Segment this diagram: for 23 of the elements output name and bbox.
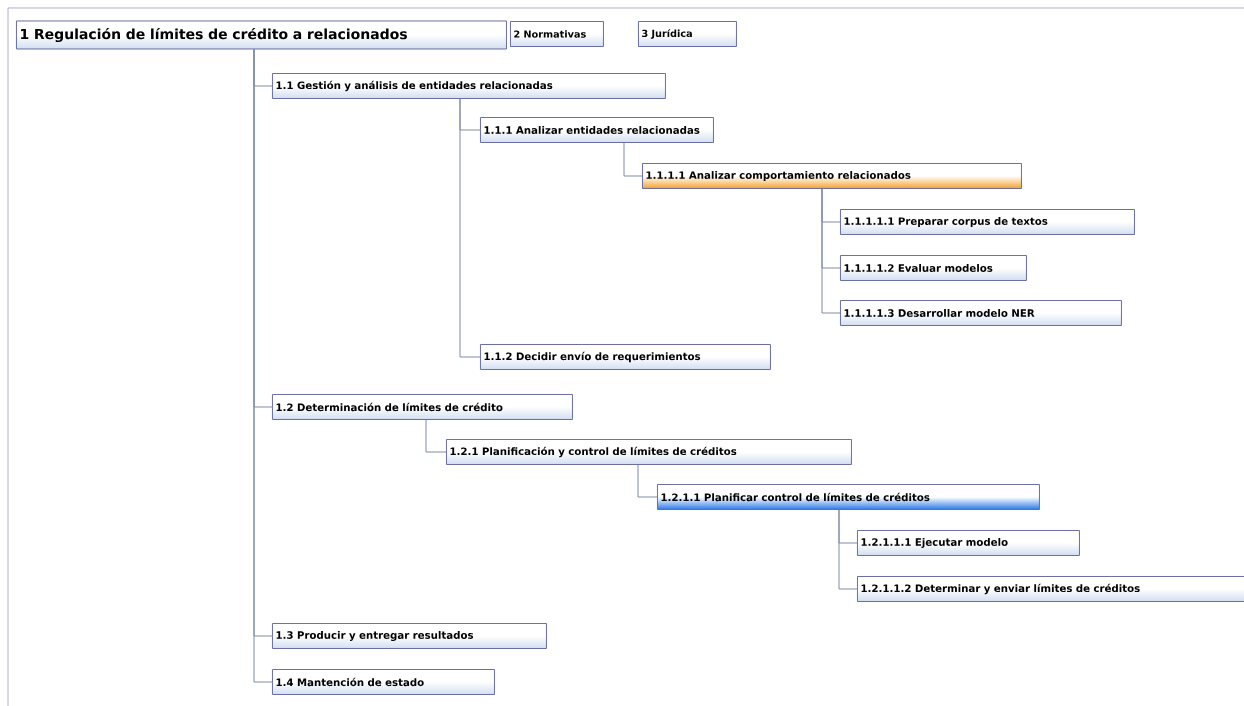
connector-line xyxy=(821,188,841,314)
topic-box: 1.2.1.1.1 Ejecutar modelo xyxy=(857,530,1080,556)
topic-box: 1.4 Mantención de estado xyxy=(272,669,495,695)
connector-line xyxy=(459,98,481,358)
topic-box: 1 Regulación de límites de crédito a relacionados xyxy=(16,20,507,50)
connector-line xyxy=(425,419,447,453)
topic-box: 1.2.1.1.2 Determinar y enviar límites de créditos xyxy=(857,576,1244,602)
topic-box: 1.2.1.1 Planificar control de límites de créditos xyxy=(657,484,1040,510)
topic-box: 1.1 Gestión y análisis de entidades relacionadas xyxy=(272,73,666,99)
topic-box: 1.2 Determinación de límites de crédito xyxy=(272,394,573,420)
topic-box: 1.1.1.1.3 Desarrollar modelo NER xyxy=(840,300,1122,326)
connector-line xyxy=(637,464,658,498)
topic-box: 1.1.1.1.2 Evaluar modelos xyxy=(840,255,1027,281)
connector-line xyxy=(623,142,643,177)
topic-box: 1.1.1.1.1 Preparar corpus de textos xyxy=(840,209,1135,235)
connector-line xyxy=(838,509,858,590)
topic-box: 3 Jurídica xyxy=(638,21,737,47)
topic-box: 2 Normativas xyxy=(510,21,604,47)
topic-box: 1.3 Producir y entregar resultados xyxy=(272,623,547,649)
topic-box: 1.2.1 Planificación y control de límites de créditos xyxy=(446,439,852,465)
topic-box: 1.1.1.1 Analizar comportamiento relacionados xyxy=(642,163,1022,189)
topic-box: 1.1.2 Decidir envío de requerimientos xyxy=(480,344,771,370)
topic-box: 1.1.1 Analizar entidades relacionadas xyxy=(480,117,714,143)
